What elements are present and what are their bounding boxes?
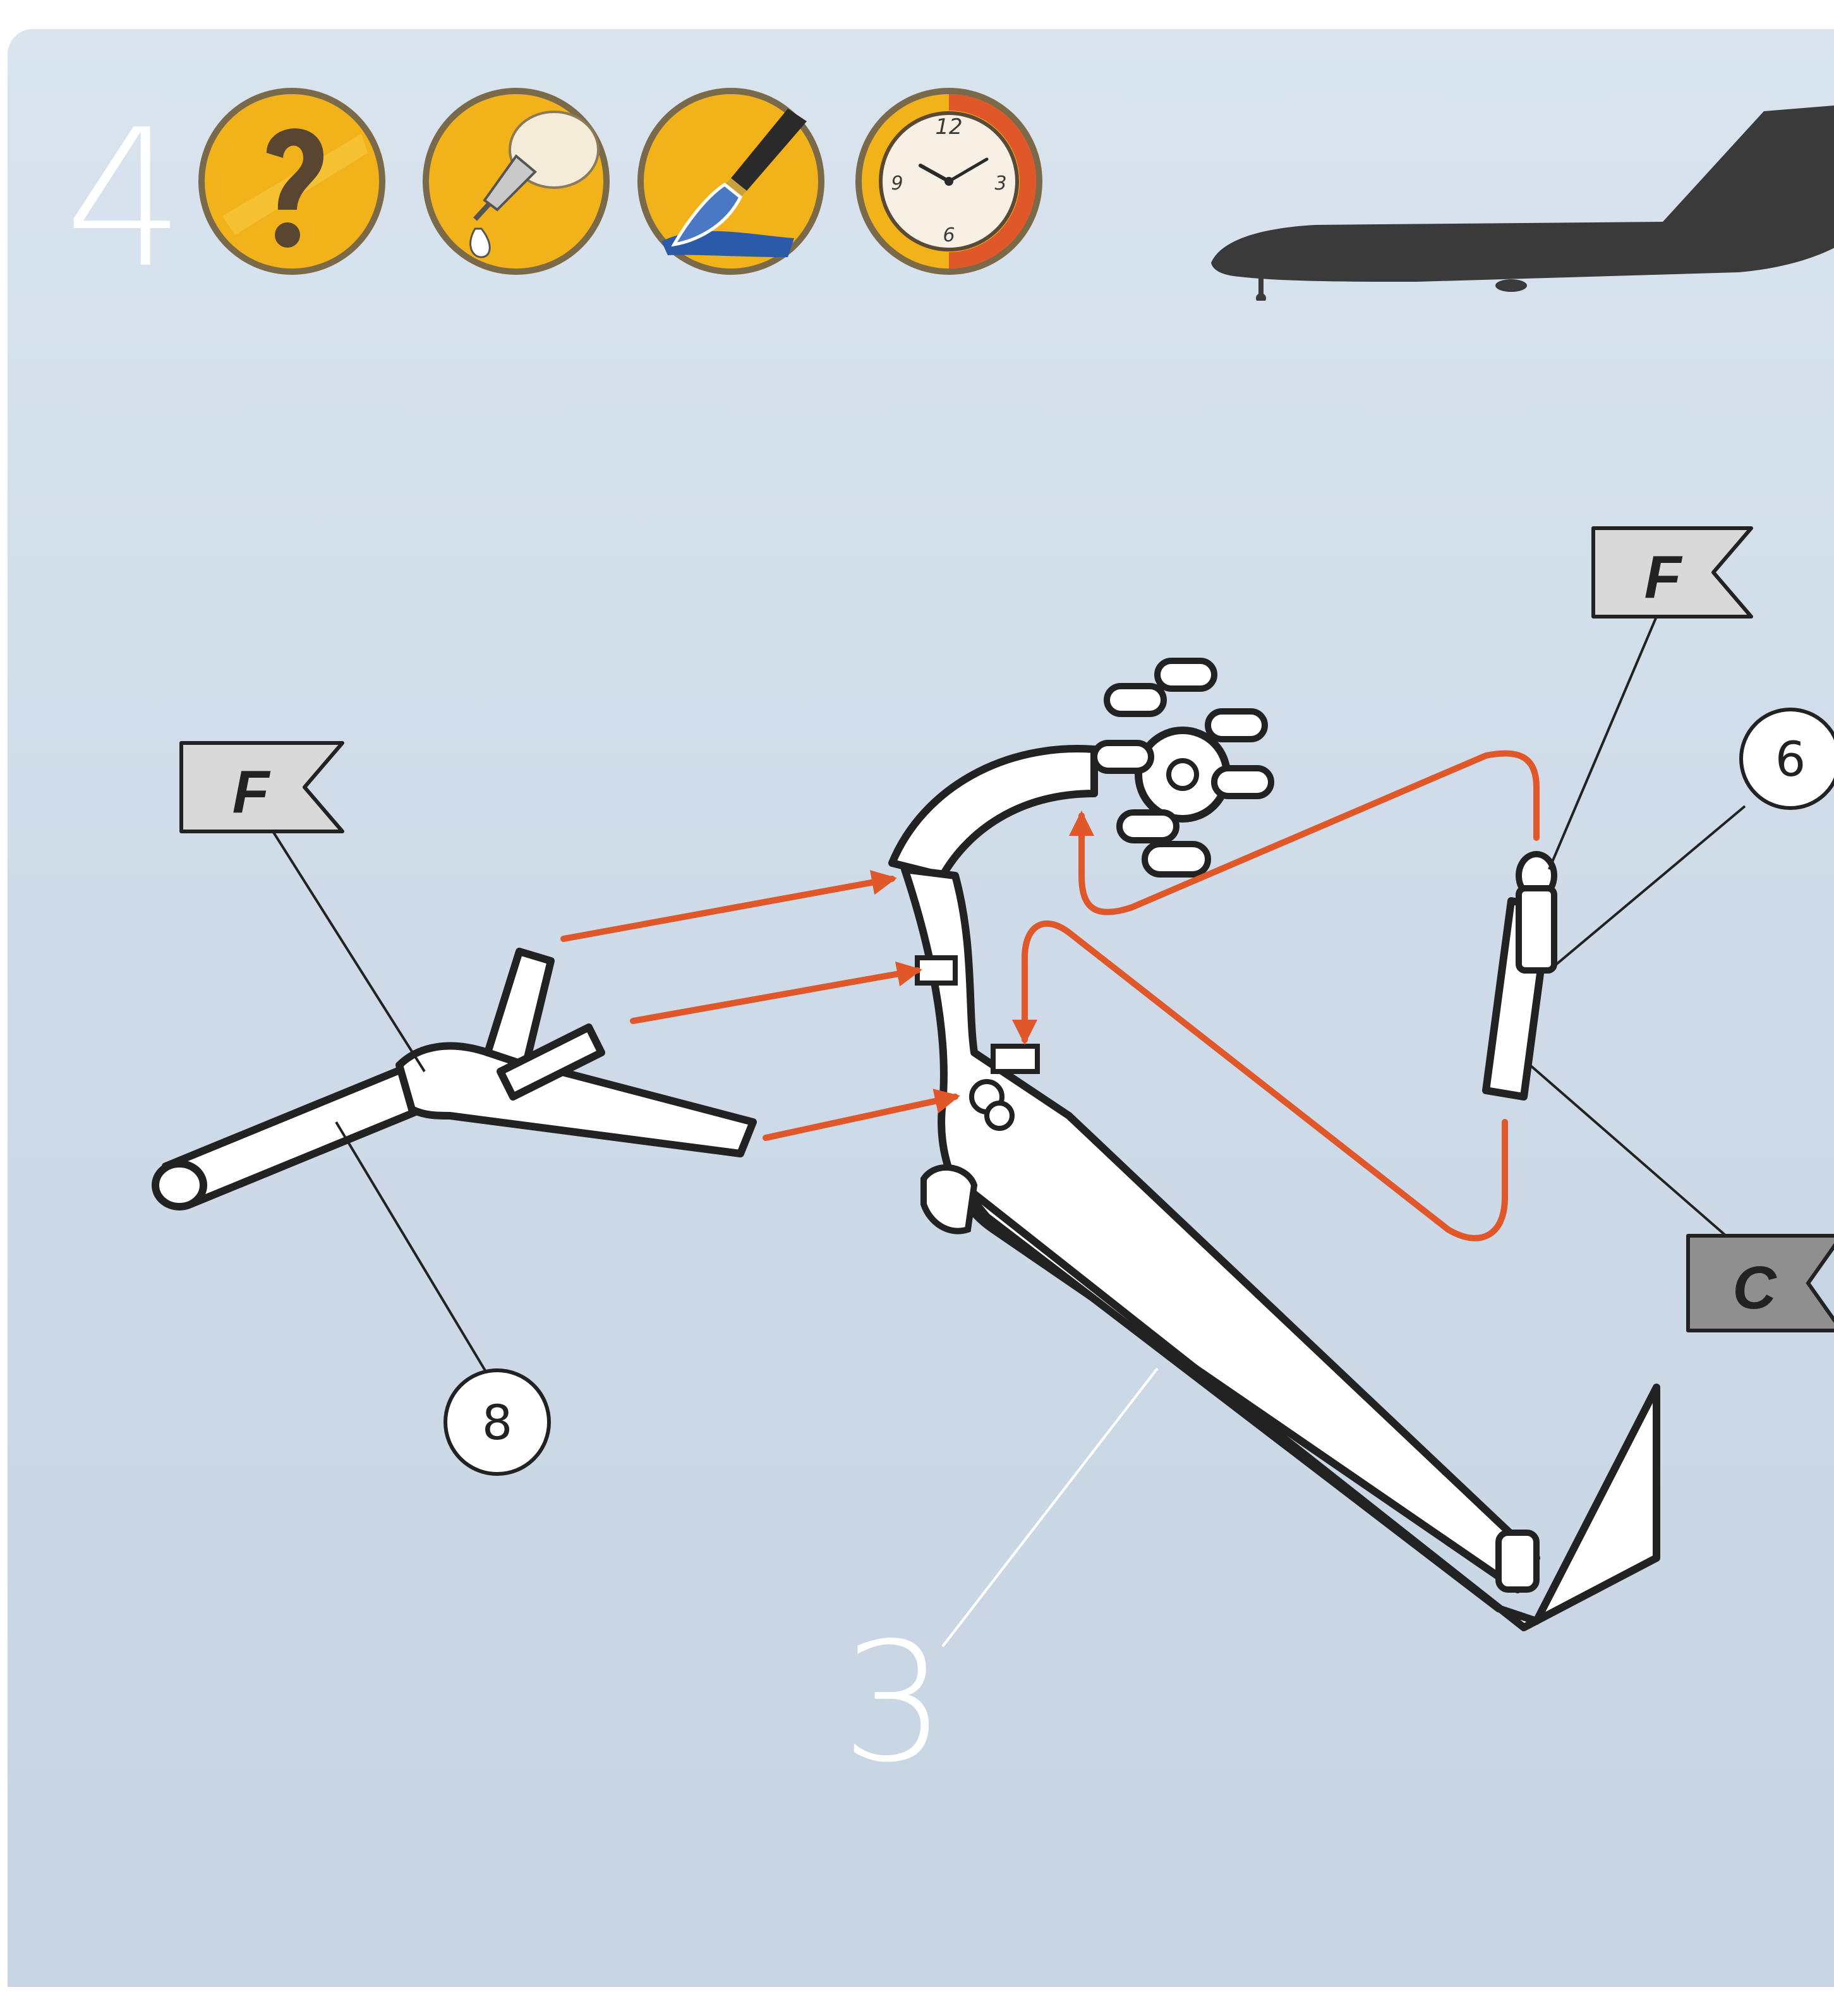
flag-F-left: F [181, 743, 342, 831]
part-number-6: 6 [1741, 709, 1834, 808]
flag-label-bottom-right: C [1732, 1254, 1777, 1322]
arrow-strut-to-leg-3 [766, 1097, 955, 1138]
part-8-strut [155, 951, 753, 1207]
wheel-hub [1094, 661, 1271, 874]
part-number-3-label: 3 [842, 1621, 946, 1785]
flag-label-top-right: F [1644, 543, 1683, 611]
arrow-strut-to-leg-1 [564, 879, 892, 939]
part-number-6-label: 6 [1775, 731, 1806, 787]
flag-C-bottom-right: C [1688, 1236, 1834, 1331]
step-panel: 4 [8, 29, 1834, 1987]
part-3-leader-line [943, 1368, 1157, 1646]
part-6-actuator [1486, 854, 1554, 1097]
flag-F-top-right: F [1593, 528, 1751, 617]
part-number-8: 8 [445, 1370, 549, 1474]
arrow-strut-to-leg-2 [633, 970, 917, 1021]
flag-label-left: F [232, 758, 271, 826]
part-number-8-label: 8 [482, 1394, 512, 1451]
